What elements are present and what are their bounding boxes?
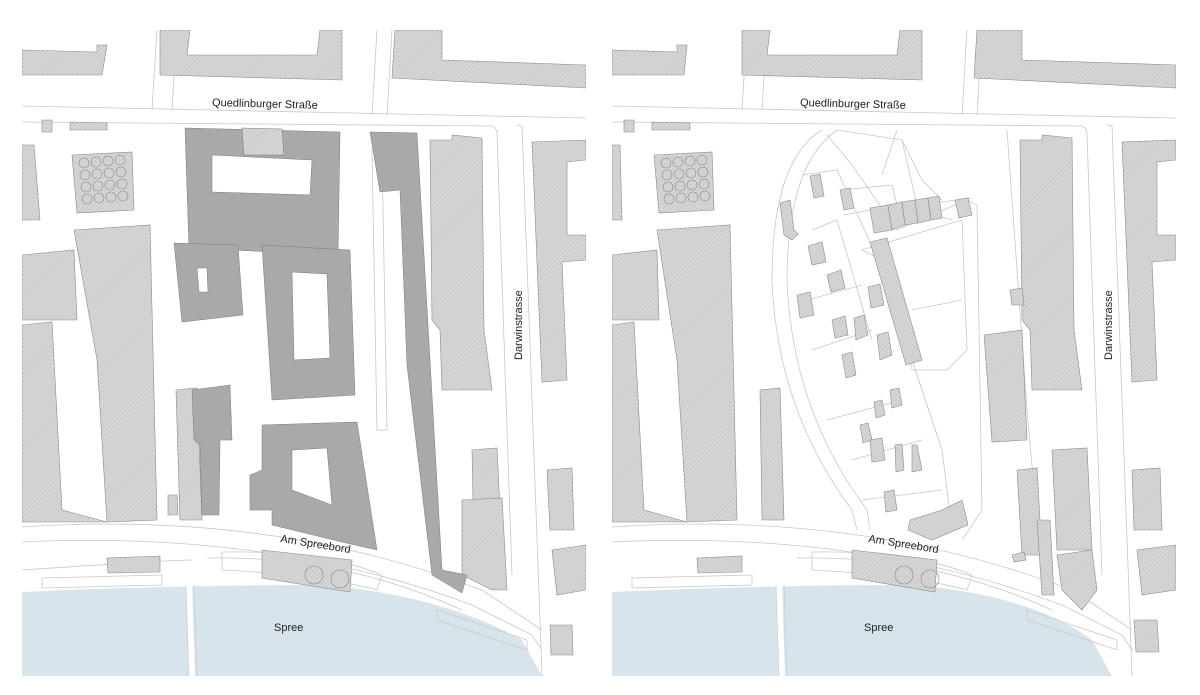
tank-circles [660, 154, 940, 589]
river-spree [612, 585, 1112, 676]
map-canvas-left: Quedlinburger Straße Darwinstrasse Am Sp… [22, 30, 586, 676]
label-river: Spree [274, 622, 303, 634]
existing-buildings [612, 30, 1176, 653]
site-plan-existing: Quedlinburger Straße Darwinstrasse Am Sp… [612, 30, 1176, 676]
site-plan-proposal: Quedlinburger Straße Darwinstrasse Am Sp… [22, 30, 586, 676]
proposed-buildings [173, 127, 468, 594]
label-street-north: Quedlinburger Straße [800, 97, 906, 112]
tank-farm [653, 151, 715, 214]
label-street-east: Darwinstrasse [513, 290, 525, 360]
label-street-east: Darwinstrasse [1103, 290, 1115, 360]
river-spree [22, 585, 542, 676]
label-street-north: Quedlinburger Straße [212, 97, 318, 112]
label-river: Spree [864, 622, 893, 634]
existing-buildings [22, 30, 586, 656]
tank-circles [78, 154, 350, 589]
map-canvas-right: Quedlinburger Straße Darwinstrasse Am Sp… [612, 30, 1176, 676]
